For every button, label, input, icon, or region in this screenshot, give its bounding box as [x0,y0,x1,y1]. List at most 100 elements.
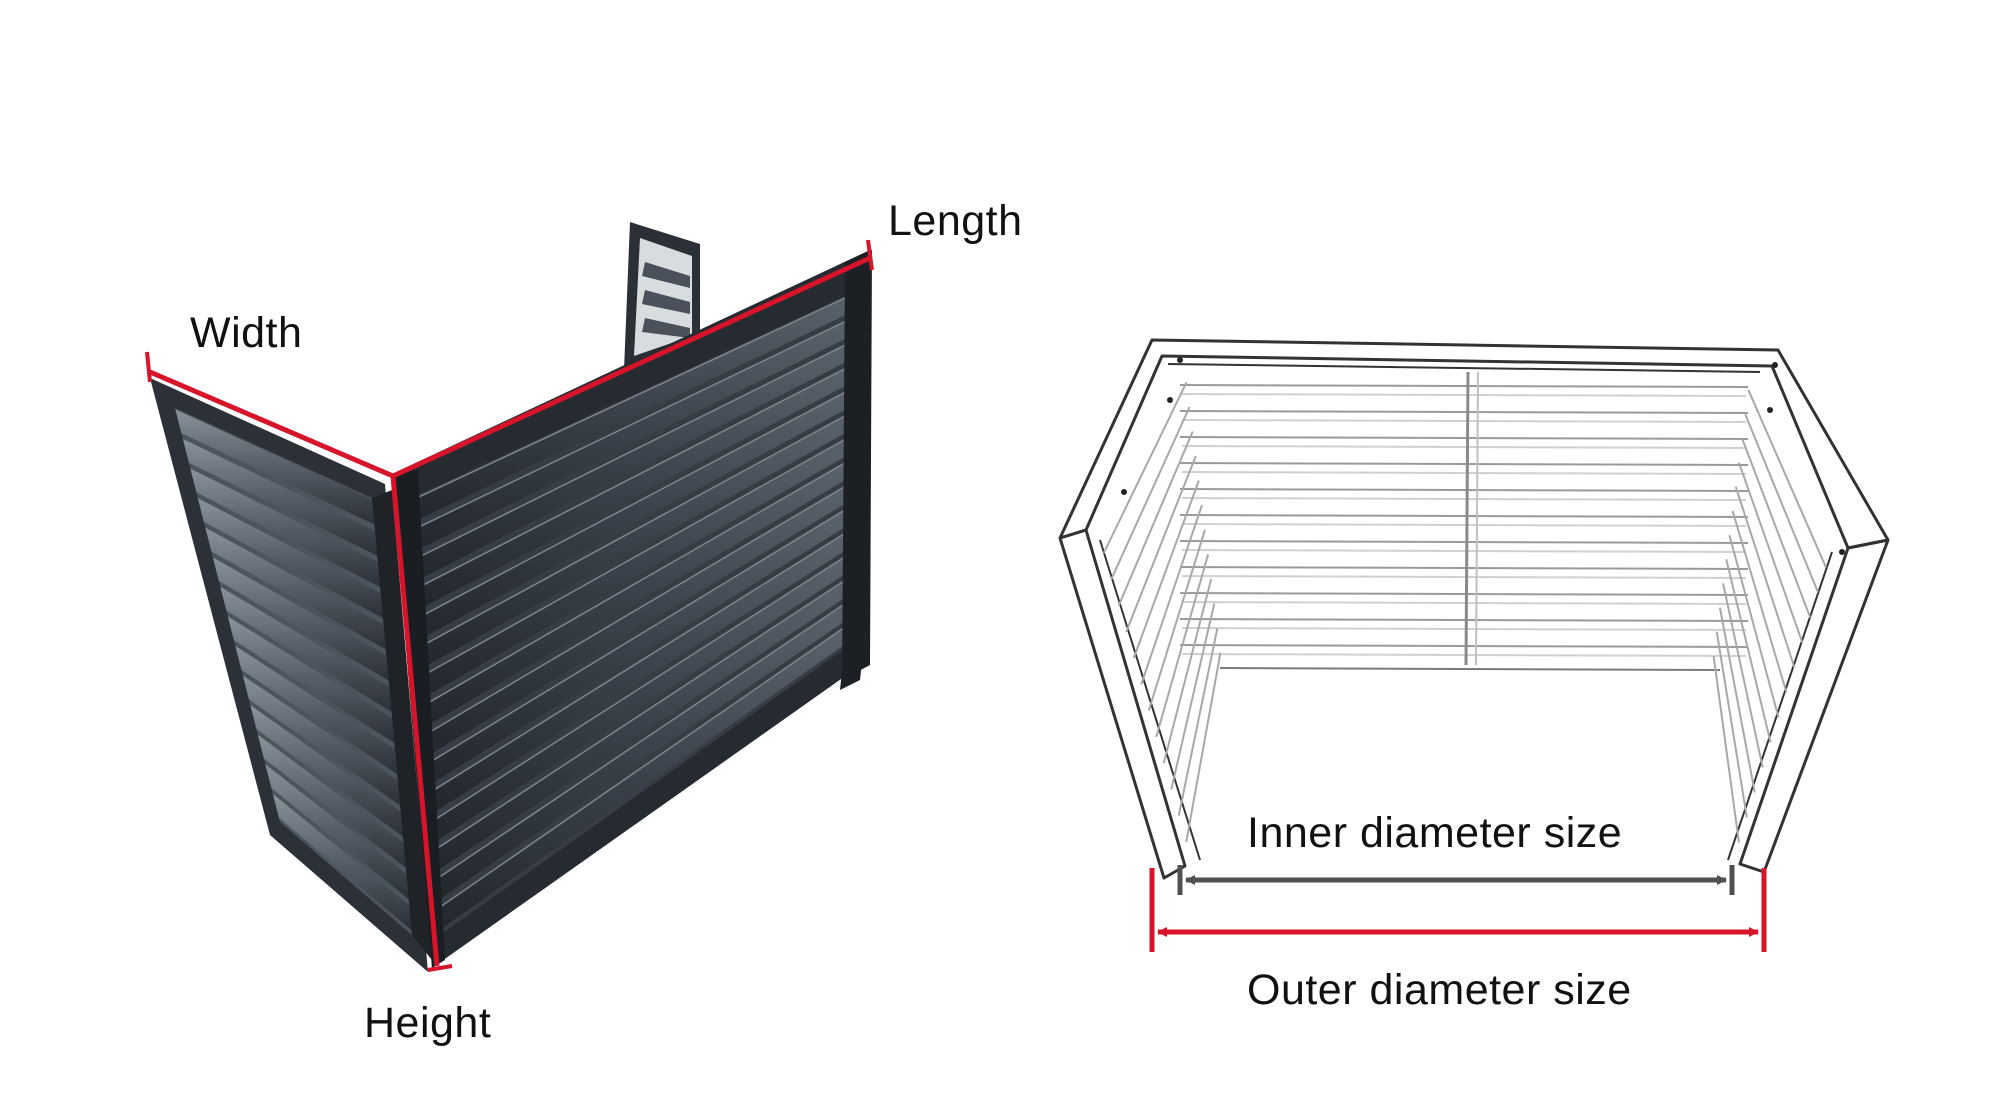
back-slat-edge [1181,523,1747,527]
back-slat [1179,566,1749,570]
front-slat [426,433,855,696]
front-slat-highlight [419,314,858,528]
left-slat [212,557,389,681]
left-side-slat [1125,455,1197,633]
front-slat-highlight [429,480,855,733]
left-side-slat [1162,578,1213,764]
back-slat-edge [1181,575,1747,579]
left-slat [205,527,386,650]
left-side-slat [1170,603,1216,790]
left-slat [220,586,392,712]
left-side-slat [1155,554,1210,738]
front-slat-highlight [423,385,857,616]
left-slat [272,793,412,931]
left-slat-group [175,409,412,931]
front-slat [429,481,854,754]
back-slat [1179,436,1749,440]
front-slat-highlight [420,338,858,557]
front-slat [418,291,858,520]
front-slat [421,339,857,578]
height-label: Height [364,999,492,1047]
right-side-slat [1744,413,1820,593]
back-slat [1179,618,1749,622]
back-slat-edge [1181,653,1747,657]
front-slat [423,386,856,637]
left-side-slat [1117,431,1194,607]
front-slat-highlight [430,504,854,762]
left-slat [250,705,403,837]
back-slat-edge [1181,445,1747,449]
left-slat [235,646,398,775]
back-slat-edge [1181,393,1747,397]
left-side-slat [1147,529,1206,711]
front-slat-highlight [422,362,857,587]
front-slat [435,575,852,872]
back-slat [1179,540,1749,544]
left-slat [257,734,406,868]
back-slat-edge [1181,419,1747,423]
outer-diameter-label: Outer diameter size [1247,966,1632,1014]
left-slat [242,675,401,806]
front-slat-group [417,291,859,930]
back-slat [1179,384,1749,388]
left-slat [227,616,395,744]
back-slat-edge [1181,471,1747,475]
front-slat-highlight [432,527,854,792]
front-slat [422,362,857,608]
left-side-slat [1102,381,1188,554]
left-slat [190,468,381,587]
back-slat [1179,462,1749,466]
left-side-panel [150,378,432,972]
right-side-slat [1718,607,1756,793]
back-slat [1179,488,1749,492]
right-side-slat [1734,486,1796,668]
back-slat-edge [1181,497,1747,501]
front-slat-highlight [435,575,852,850]
back-slat [1179,410,1749,414]
back-slat [1179,514,1749,518]
left-slat [175,409,375,525]
back-slat [1179,644,1749,648]
right-side-slat [1715,631,1748,818]
left-side-slat [1132,480,1200,659]
right-side-slat [1741,438,1812,618]
back-slat [1179,592,1749,596]
front-slat-highlight [426,433,856,675]
sketch-screws [1121,357,1845,555]
left-side-slat [1177,627,1219,816]
sketch-back-slats [1179,384,1749,657]
inner-diameter-label: Inner diameter size [1247,809,1623,857]
front-slat [434,552,853,842]
right-side-slat [1725,559,1772,743]
front-slat [425,410,856,666]
front-slat-highlight [428,456,855,704]
right-side-slat [1737,462,1804,643]
right-side-slat [1712,655,1740,843]
front-slat [428,457,855,725]
left-slat [182,439,378,556]
sketch-measure-lines [1149,865,1767,952]
back-panel [624,222,700,370]
length-label: Length [888,197,1023,245]
front-slat [431,504,854,784]
left-slat [265,764,409,900]
right-side-slat [1728,534,1780,718]
front-slat [438,623,851,930]
front-panel [392,250,872,968]
front-slat-highlight [417,291,859,499]
left-side-slat [1110,406,1191,580]
right-side-slat [1731,510,1788,693]
left-side-slat [1140,504,1203,685]
right-side-slat [1722,583,1764,768]
sketch-cover-figure [1058,338,1890,880]
back-slat-edge [1181,601,1747,605]
back-slat-edge [1181,549,1747,553]
width-label: Width [190,309,303,357]
right-side-slat [1747,389,1827,568]
front-slat-highlight [438,622,851,909]
left-side-slat [1185,652,1222,843]
louvered-cover-figure [145,222,874,972]
front-slat [437,599,852,901]
